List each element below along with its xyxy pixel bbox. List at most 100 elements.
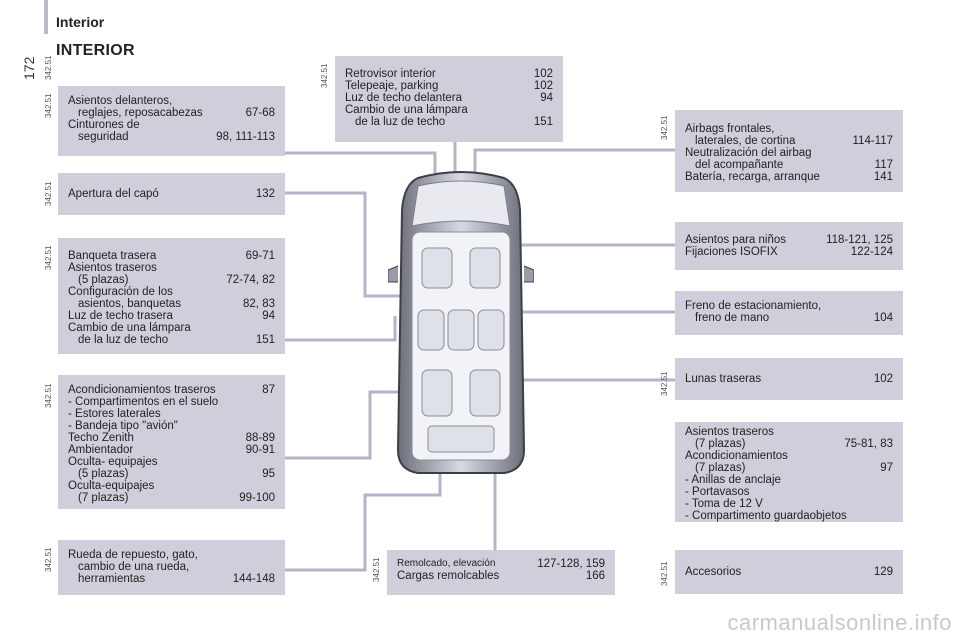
entry-text: Asientos traseros	[685, 426, 774, 438]
entry-text: Retrovisor interior	[345, 68, 436, 80]
entry-page-ref	[269, 549, 275, 561]
entry-text: Asientos para niños	[685, 234, 787, 246]
entry-page-ref	[887, 486, 893, 498]
entry-page-ref	[269, 561, 275, 573]
info-box-front-seats: Asientos delanteros,reglajes, reposacabe…	[58, 86, 285, 156]
watermark: carmanualsonline.info	[727, 610, 952, 635]
entry-text: (7 plazas)	[78, 492, 129, 504]
entry-text: freno de mano	[695, 312, 770, 324]
entry-page-ref: 99-100	[239, 492, 275, 504]
entry-text: Cargas remolcables	[397, 570, 500, 582]
entry-page-ref: 97	[880, 462, 893, 474]
code-label: 342.51	[660, 371, 669, 396]
entry-text: - Compartimento guardaobjetos	[685, 510, 847, 522]
entry-page-ref: 102	[533, 80, 553, 92]
entry-text: Apertura del capó	[68, 188, 159, 200]
entry-text: - Compartimentos en el suelo	[68, 396, 219, 408]
entry-text: Freno de estacionamiento,	[685, 300, 822, 312]
code-label: 342.51	[372, 557, 381, 582]
code-label: 342.51	[44, 181, 53, 206]
entry-page-ref: 151	[255, 334, 275, 346]
entry-page-ref: 122-124	[850, 246, 893, 258]
entry-row: (5 plazas)95	[68, 468, 275, 480]
entry-page-ref: 72-74, 82	[226, 274, 275, 286]
entry-text: - Bandeja tipo "avión"	[68, 420, 178, 432]
entry-text: (5 plazas)	[78, 274, 129, 286]
leader-rear-fittings	[285, 390, 420, 460]
entry-row: Cinturones de	[68, 119, 275, 131]
entry-row: Asientos traseros	[68, 262, 275, 274]
entry-page-ref	[269, 286, 275, 298]
section-label: Interior	[56, 14, 105, 30]
code-label: 342.51	[320, 63, 329, 88]
entry-page-ref	[269, 420, 275, 432]
entry-row: Acondicionamientos	[685, 450, 893, 462]
entry-row: - Toma de 12 V	[685, 498, 893, 510]
entry-page-ref: 118-121, 125	[826, 234, 893, 246]
entry-text: Remolcado, elevación	[397, 558, 496, 569]
entry-text: herramientas	[78, 573, 146, 585]
entry-page-ref: 94	[540, 92, 553, 104]
entry-page-ref: 75-81, 83	[844, 438, 893, 450]
entry-page-ref	[269, 119, 275, 131]
entry-text: Asientos traseros	[68, 262, 157, 274]
entry-page-ref	[269, 262, 275, 274]
code-label: 342.51	[660, 561, 669, 586]
entry-page-ref: 95	[262, 468, 275, 480]
entry-text: Asientos delanteros,	[68, 95, 173, 107]
entry-row: cambio de una rueda,	[68, 561, 275, 573]
entry-text: Oculta- equipajes	[68, 456, 158, 468]
entry-text: Ambientador	[68, 444, 134, 456]
code-label: 342.51	[44, 93, 53, 118]
entry-page-ref: 104	[873, 312, 893, 324]
entry-page-ref: 87	[262, 384, 275, 396]
info-box-rear-fittings: Acondicionamientos traseros 87 - Compartim…	[58, 375, 285, 509]
entry-text: - Estores laterales	[68, 408, 161, 420]
entry-text: Cinturones de	[68, 119, 140, 131]
entry-page-ref: 114-117	[852, 135, 894, 147]
entry-page-ref: 90-91	[245, 444, 275, 456]
entry-text: reglajes, reposacabezas	[78, 107, 203, 119]
entry-text: cambio de una rueda,	[78, 561, 190, 573]
entry-text: (7 plazas)	[695, 438, 746, 450]
entry-page-ref: 69-71	[245, 250, 275, 262]
entry-text: Rueda de repuesto, gato,	[68, 549, 198, 561]
entry-text: Luz de techo delantera	[345, 92, 463, 104]
entry-page-ref	[887, 498, 893, 510]
entry-row: Freno de estacionamiento,	[685, 300, 893, 312]
entry-row: Cambio de una lámpara	[68, 322, 275, 334]
entry-text: Acondicionamientos	[685, 450, 788, 462]
entry-row: (5 plazas) 72-74, 82	[68, 274, 275, 286]
entry-page-ref: 127-128, 159	[537, 558, 605, 570]
entry-page-ref	[269, 95, 275, 107]
page-title: INTERIOR	[56, 42, 135, 59]
entry-row: Oculta- equipajes	[68, 456, 275, 468]
entry-page-ref	[887, 450, 893, 462]
entry-row: Asientos para niños 118-121, 125	[685, 234, 893, 246]
entry-row: freno de mano 104	[685, 312, 893, 324]
entry-row: (7 plazas)97	[685, 462, 893, 474]
entry-text: laterales, de cortina	[695, 135, 796, 147]
entry-text: Batería, recarga, arranque	[685, 171, 820, 183]
entry-row: laterales, de cortina 114-117	[685, 135, 893, 147]
entry-row: - Compartimentos en el suelo	[68, 396, 275, 408]
entry-text: Acondicionamientos traseros	[68, 384, 216, 396]
entry-row: Cambio de una lámpara	[345, 104, 553, 116]
entry-page-ref	[887, 474, 893, 486]
entry-page-ref	[887, 147, 893, 159]
entry-page-ref: 166	[585, 570, 605, 582]
